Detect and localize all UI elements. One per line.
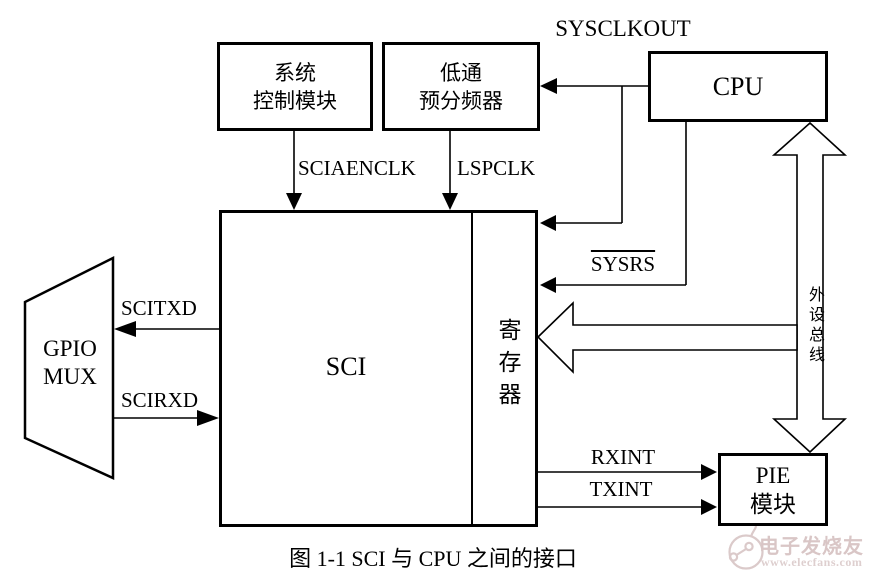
sciaenclk-label: SCIAENCLK: [298, 156, 416, 180]
pie-block: PIE 模块: [718, 453, 828, 526]
arrowhead-sysclkout-into-sci: [540, 215, 556, 231]
gpio-mux-label-line1: GPIO: [43, 336, 97, 361]
arrowhead-into-prescaler: [540, 78, 557, 94]
prescaler-label-line2: 预分频器: [419, 88, 503, 113]
sysrs-label: SYSRS: [590, 252, 656, 276]
scirxd-label: SCIRXD: [121, 388, 199, 412]
system-control-label-line2: 控制模块: [253, 88, 337, 113]
arrowhead-sciaenclk: [286, 193, 302, 210]
pie-label-line1: PIE: [755, 462, 791, 488]
arrowhead-scirxd: [197, 410, 219, 426]
txint-label: TXINT: [589, 477, 653, 501]
elecfans-logo-icon: [728, 523, 764, 570]
prescaler-block: 低通 预分频器: [382, 42, 540, 131]
system-control-label-line1: 系统: [274, 60, 316, 85]
sci-label: SCI: [325, 352, 367, 381]
arrowheads: [114, 78, 717, 515]
arrowhead-sysrs-into-sci: [540, 277, 556, 293]
peripheral-bus-label: 外设总线: [806, 286, 823, 366]
arrowhead-scitxd: [114, 321, 136, 337]
cpu-block: CPU: [648, 51, 828, 122]
watermark-brand: 电子发烧友: [759, 536, 864, 558]
bus-to-registers-arrow: [536, 301, 798, 374]
registers-label: 寄存器: [495, 318, 520, 414]
sci-block: [219, 210, 538, 527]
arrowhead-rxint: [701, 464, 717, 480]
scitxd-label: SCITXD: [121, 296, 197, 320]
prescaler-label-line1: 低通: [440, 60, 482, 85]
arrowhead-txint: [701, 499, 717, 515]
figure-caption: 图 1-1 SCI 与 CPU 之间的接口: [289, 546, 577, 571]
peripheral-bus-arrow: [771, 121, 848, 454]
gpio-mux-label-line2: MUX: [43, 364, 97, 389]
cpu-label: CPU: [712, 71, 764, 101]
rxint-label: RXINT: [590, 445, 656, 469]
system-control-block: 系统 控制模块: [217, 42, 373, 131]
signal-lines: [113, 85, 703, 508]
gpio-mux-shape: [23, 255, 115, 480]
arrowhead-lspclk: [442, 193, 458, 210]
sysclkout-label: SYSCLKOUT: [555, 16, 691, 41]
gpio-mux-label: GPIO MUX: [27, 335, 113, 391]
pie-label-line2: 模块: [750, 491, 796, 517]
watermark-url: www.elecfans.com: [761, 555, 863, 569]
lspclk-label: LSPCLK: [457, 156, 536, 180]
